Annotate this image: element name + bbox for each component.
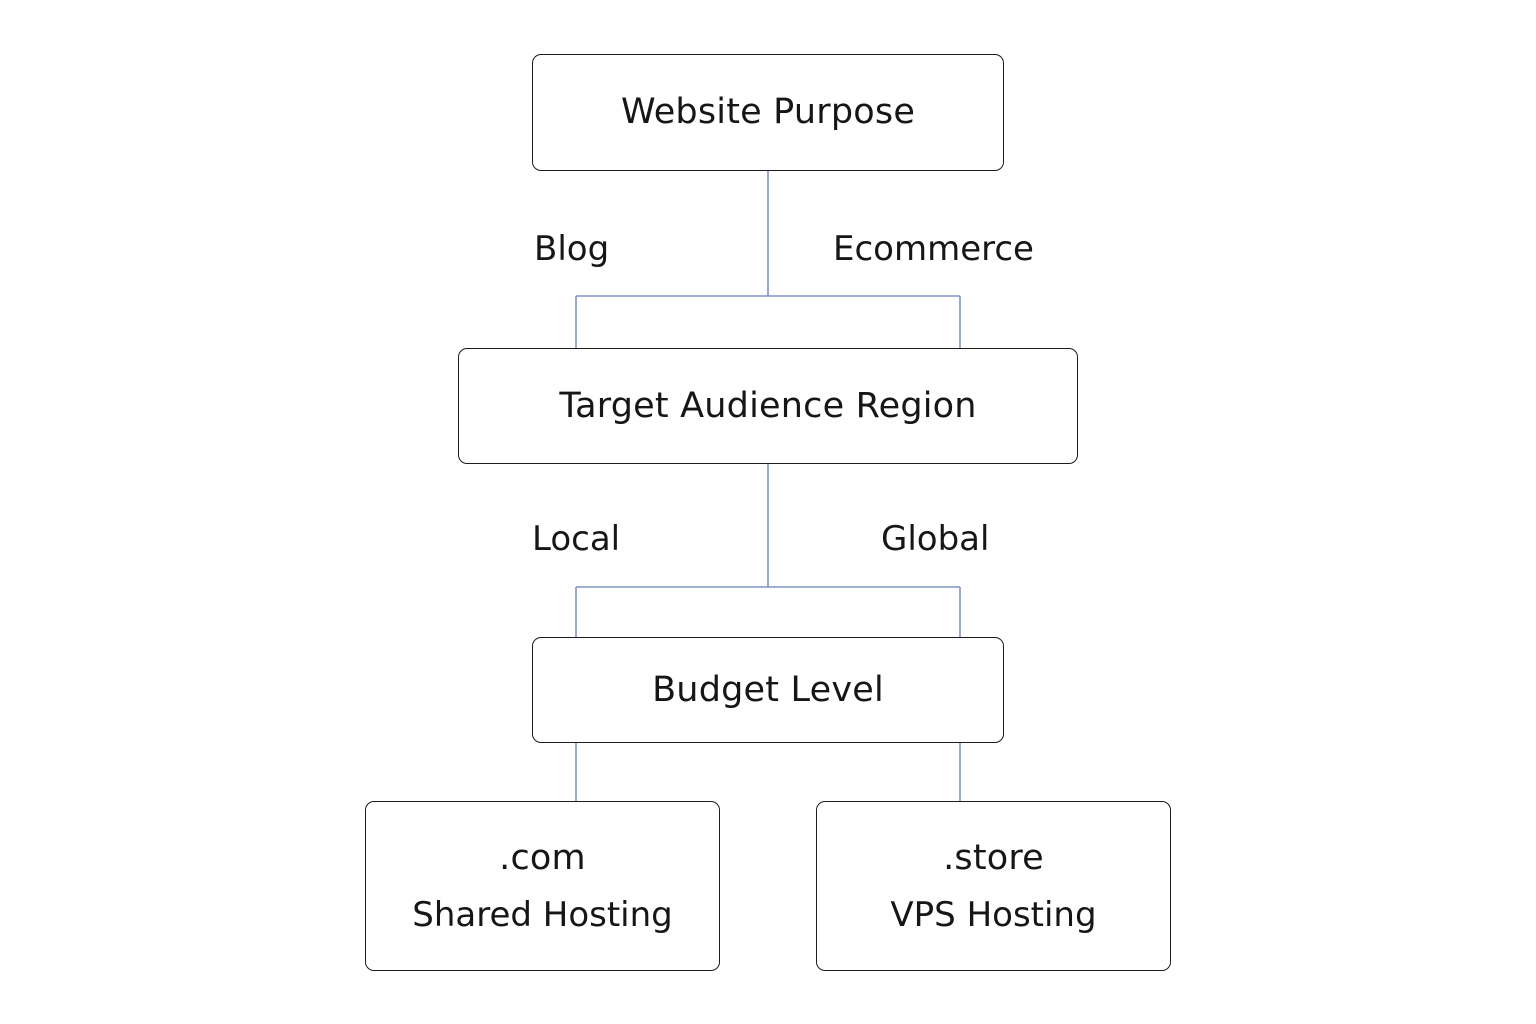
node-com-option-subtitle: Shared Hosting bbox=[412, 894, 673, 935]
node-target-audience-region: Target Audience Region bbox=[458, 348, 1078, 464]
branch-label-ecommerce: Ecommerce bbox=[833, 229, 1034, 269]
node-com-option: .com Shared Hosting bbox=[365, 801, 720, 971]
node-budget-level: Budget Level bbox=[532, 637, 1004, 743]
branch-label-blog: Blog bbox=[534, 229, 610, 269]
node-target-audience-region-label: Target Audience Region bbox=[559, 385, 977, 426]
node-store-option-subtitle: VPS Hosting bbox=[890, 894, 1097, 935]
branch-label-global: Global bbox=[881, 519, 990, 559]
node-website-purpose-label: Website Purpose bbox=[620, 92, 916, 132]
node-website-purpose: Website Purpose bbox=[532, 54, 1004, 171]
node-budget-level-label: Budget Level bbox=[652, 669, 884, 710]
node-com-option-title: .com bbox=[499, 837, 586, 878]
node-store-option-title: .store bbox=[943, 837, 1044, 878]
branch-label-local: Local bbox=[532, 519, 621, 559]
node-store-option: .store VPS Hosting bbox=[816, 801, 1171, 971]
